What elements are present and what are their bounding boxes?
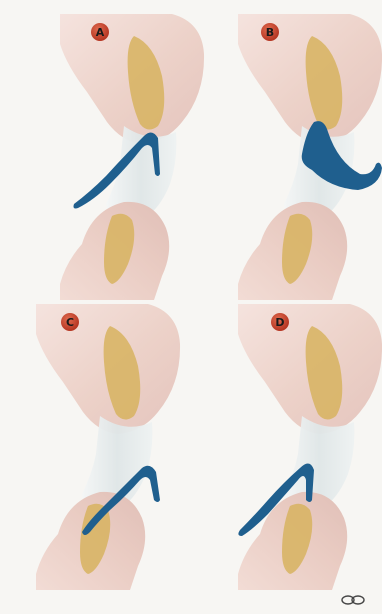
panel-label-d: D (275, 316, 284, 329)
panel-c: C (36, 304, 180, 590)
signature-mark (342, 596, 364, 604)
panel-label-c: C (66, 316, 74, 329)
panel-label-a: A (96, 26, 105, 39)
panel-d: D (238, 304, 382, 590)
panel-label-b: B (266, 26, 274, 39)
panel-a: A (60, 14, 204, 300)
panel-b: B (238, 14, 382, 300)
